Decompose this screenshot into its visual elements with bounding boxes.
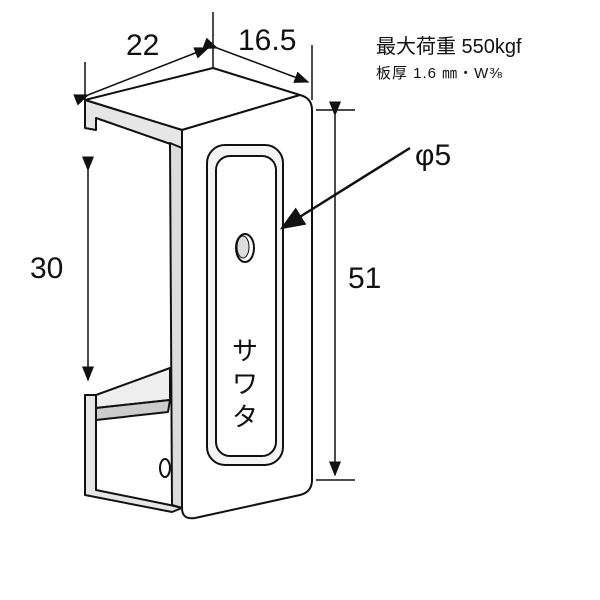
stamp-char: サ <box>232 336 258 366</box>
dim-depth: 16.5 <box>238 24 296 57</box>
dim-inner-height: 30 <box>30 252 63 285</box>
dim-width: 22 <box>126 29 159 62</box>
bottom-flange-edge <box>84 394 183 513</box>
stamp-char: タ <box>232 402 258 432</box>
dim-hole: φ5 <box>415 139 451 172</box>
hole-leader-arrow <box>279 146 411 230</box>
thickness-label: 板厚 1.6 ㎜・W⅜ <box>376 65 503 82</box>
bottom-hole <box>159 458 171 478</box>
stamp-char: ワ <box>232 369 258 399</box>
dim-height: 51 <box>348 262 381 295</box>
plate-side <box>169 142 183 509</box>
max-load-label: 最大荷重 550kgf <box>376 36 522 58</box>
